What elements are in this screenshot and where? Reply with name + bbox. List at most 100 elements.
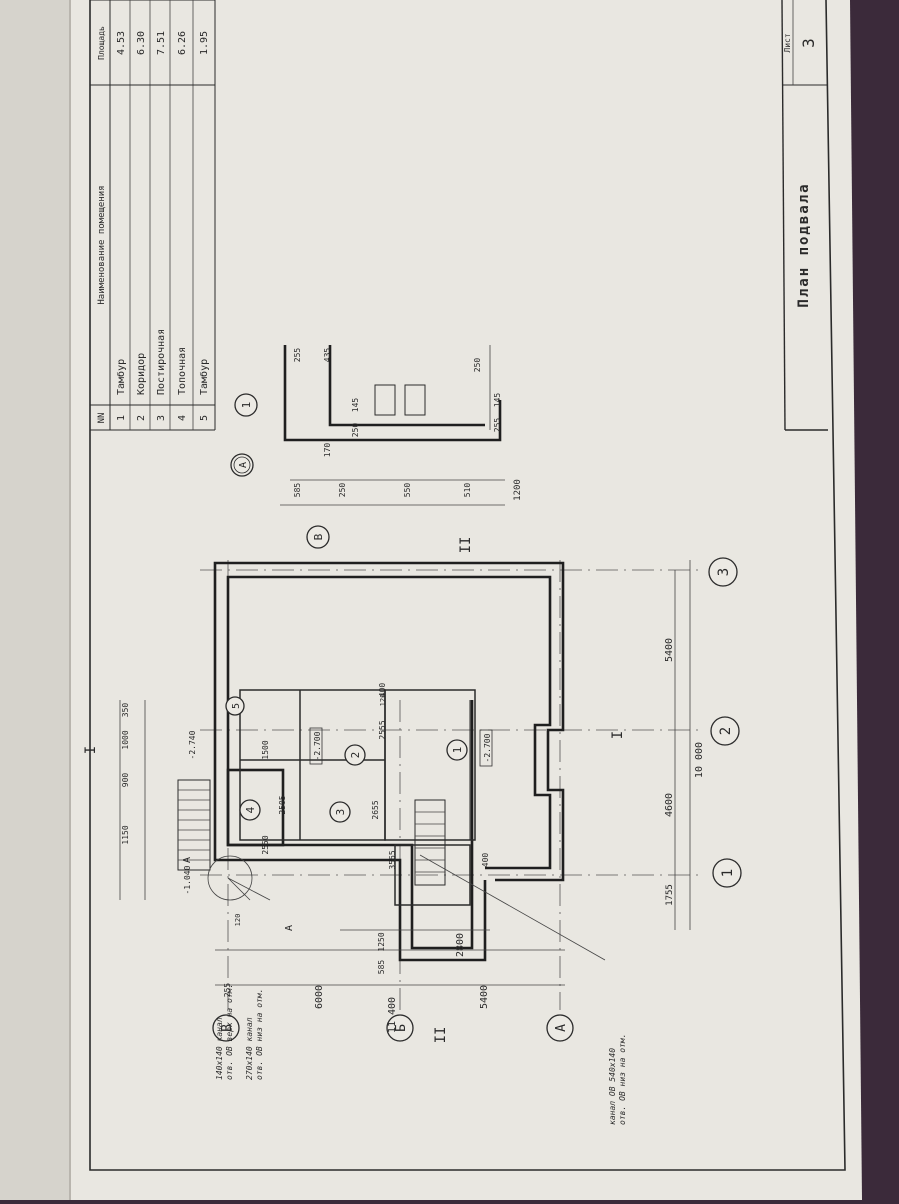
level-room2: -2.700: [313, 731, 322, 760]
dim-120-b: 120: [379, 694, 387, 707]
table-header-name: Наименование помещения: [97, 185, 107, 304]
svg-text:145: 145: [351, 398, 360, 413]
level-stair: -2.740: [188, 730, 197, 759]
svg-text:1200: 1200: [513, 479, 523, 501]
svg-text:1: 1: [451, 747, 464, 754]
table-row-1-no: 1: [116, 415, 127, 421]
room-mark-2: 2: [344, 744, 366, 766]
level-room1: -2.700: [483, 733, 492, 762]
room-mark-5: 5: [225, 696, 245, 716]
table-row-4-area: 6.26: [177, 31, 188, 55]
dim-left-inner: 2800: [455, 933, 466, 957]
svg-text:435: 435: [323, 348, 332, 363]
note-ov-top: отв. ОВ верх на отм.: [225, 984, 234, 1080]
dim-bottom-1755: 1755: [665, 884, 675, 906]
table-row-3-area: 7.51: [156, 31, 167, 55]
dim-bottom-total: 10 000: [694, 742, 705, 778]
table-row-5-no: 5: [199, 415, 210, 421]
dim-2655: 2655: [371, 800, 380, 819]
svg-text:255: 255: [293, 348, 302, 363]
svg-text:Б: Б: [394, 1024, 409, 1032]
svg-text:145: 145: [493, 393, 502, 408]
svg-text:170: 170: [323, 443, 332, 458]
table-row-4-name: Топочная: [177, 347, 188, 395]
note-ov-bottom: отв. ОВ низ на отм.: [255, 988, 264, 1080]
dim-900: 900: [121, 773, 130, 788]
paper-sheet: [60, 0, 862, 1200]
axis-bubble-a: А: [546, 1014, 574, 1042]
svg-text:250: 250: [351, 423, 360, 438]
note-channel-140: 140х140 канал: [215, 1017, 224, 1080]
table-row-3-name: Постирочная: [156, 329, 167, 395]
table-row-1-name: Тамбур: [115, 359, 127, 395]
dim-1500: 1500: [261, 740, 270, 759]
walls: [177, 561, 565, 962]
svg-text:А: А: [238, 462, 249, 468]
svg-text:250: 250: [338, 483, 347, 498]
svg-text:510: 510: [463, 483, 472, 498]
dim-bottom-5400: 5400: [664, 638, 675, 662]
svg-text:2: 2: [718, 727, 734, 735]
svg-text:4: 4: [244, 806, 257, 813]
dim-3565: 3565: [388, 850, 397, 869]
dim-left-6000: 6000: [314, 985, 325, 1009]
axis-bubble-b: Б: [386, 1014, 414, 1042]
dim-2550: 2550: [261, 835, 270, 854]
level-marks: -2.700 -2.740 -2.700 -1.040: [183, 727, 493, 894]
table-row-4-no: 4: [177, 415, 188, 421]
svg-text:В: В: [312, 533, 325, 540]
dim-left-5400: 5400: [479, 985, 490, 1009]
svg-text:А: А: [554, 1024, 569, 1032]
table-row-3-no: 3: [156, 415, 167, 421]
svg-text:3: 3: [716, 568, 732, 576]
sheet-number: 3: [799, 38, 818, 48]
section-mark-ii-left: II: [433, 1027, 449, 1044]
section-mark-ii-top: II: [458, 537, 474, 554]
section-mark-i-bottom: I: [610, 731, 626, 739]
axis-bubble-v: В: [212, 1014, 240, 1042]
dim-2555: 2555: [378, 720, 387, 739]
dim-585: 585: [377, 960, 386, 975]
svg-text:3: 3: [334, 809, 347, 816]
section-mark-a-top: А: [182, 857, 193, 863]
room-mark-4: 4: [239, 799, 261, 821]
dim-1000: 1000: [121, 730, 130, 749]
table-row-5-area: 1.95: [199, 31, 210, 55]
detail-marker: А: [230, 453, 254, 477]
table-header-no: NN: [97, 413, 107, 424]
stairs: [177, 779, 446, 886]
dim-400: 400: [378, 683, 387, 698]
dim-left-total: 11 400: [387, 997, 398, 1033]
svg-text:5: 5: [231, 703, 242, 709]
dim-400-b: 400: [481, 853, 490, 868]
svg-text:585: 585: [293, 483, 302, 498]
sheet-frame: [89, 0, 846, 1171]
svg-text:550: 550: [403, 483, 412, 498]
note-ov-low: отв. ОВ низ на отм.: [618, 1033, 627, 1125]
dim-1250: 1250: [377, 932, 386, 951]
svg-text:1: 1: [240, 402, 253, 409]
axis-bubble-1: 1: [712, 858, 742, 888]
svg-text:1: 1: [720, 869, 736, 877]
sheet-title: План подвала: [796, 182, 812, 307]
sheet-label: Лист: [783, 33, 792, 52]
dim-255: 255: [223, 983, 232, 998]
title-block: План подвала Лист 3: [781, 0, 828, 431]
level-entry: -1.040: [183, 865, 192, 894]
room-mark-3: 3: [329, 801, 351, 823]
section-mark-a-bottom: А: [284, 925, 295, 931]
dim-1150: 1150: [121, 825, 130, 844]
dim-bottom-4600: 4600: [664, 793, 675, 817]
note-channel-540: канал ОВ 540х140: [608, 1048, 617, 1125]
table-row-1-area: 4.53: [116, 31, 127, 55]
svg-text:В: В: [220, 1024, 235, 1032]
dimension-lines: [119, 560, 691, 986]
svg-text:2: 2: [349, 752, 362, 759]
dim-2505: 2505: [278, 795, 287, 814]
axis-bubble-2: 2: [710, 716, 740, 746]
detail-axis-v: В: [306, 525, 330, 549]
detail-axis-1: 1: [234, 393, 258, 417]
svg-text:255: 255: [493, 418, 502, 433]
table-row-2-no: 2: [136, 415, 147, 421]
